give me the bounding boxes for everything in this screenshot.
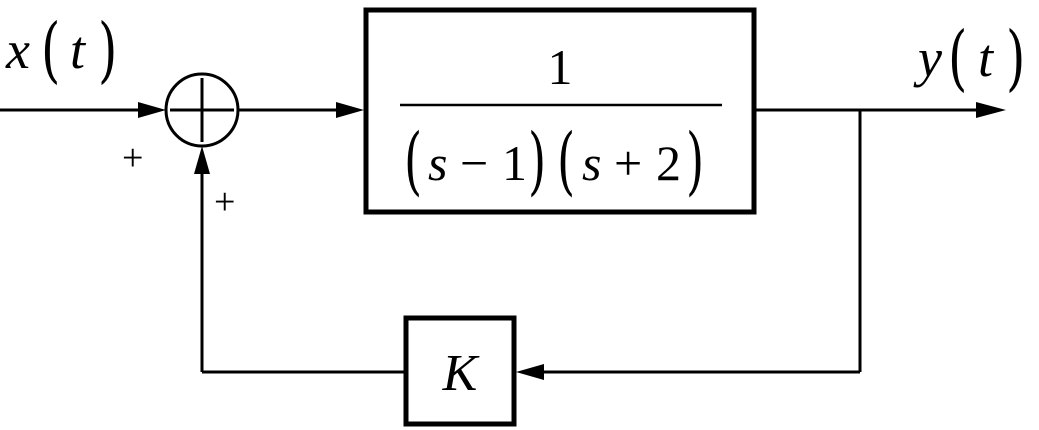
denominator-operator-2: + [614,135,642,191]
output-close-paren: ) [1006,17,1025,99]
gain-label: K [442,345,480,402]
denominator-close-paren-1: ) [528,116,546,204]
input-open-paren: ( [41,9,60,91]
plant-input-arrowhead [336,102,364,118]
feedback-sign: + [214,181,235,223]
denominator-const-2: 2 [656,135,681,191]
input-close-paren: ) [98,9,117,91]
input-arrowhead [138,102,166,118]
feedback-arrowhead [194,146,210,174]
output-signal-label: y ( t ) [913,17,1025,99]
summing-junction [164,72,240,148]
output-signal-arg: t [978,28,995,88]
denominator-const-1: 1 [502,135,527,191]
input-signal-arg: t [70,20,87,80]
output-open-paren: ( [948,17,967,99]
input-sign: + [122,137,143,179]
denominator-open-paren-2: ( [557,116,575,204]
gain-block: K [403,315,517,427]
plant-numerator: 1 [548,39,573,95]
output-signal-name: y [913,28,942,88]
denominator-var-1: s [428,135,447,191]
denominator-operator-1: − [460,135,488,191]
output-arrowhead [976,102,1006,118]
plant-block: 1 ( s − 1 ) ( s + 2 ) [363,7,757,215]
denominator-open-paren-1: ( [404,116,422,204]
plant-block-border [363,7,757,215]
gain-input-arrowhead [516,364,544,380]
plant-denominator: ( s − 1 ) ( s + 2 ) [404,116,704,204]
input-signal-label: x ( t ) [5,9,117,91]
input-signal-name: x [5,20,30,80]
gain-block-border [403,315,517,427]
denominator-close-paren-2: ) [686,116,704,204]
denominator-var-2: s [582,135,601,191]
